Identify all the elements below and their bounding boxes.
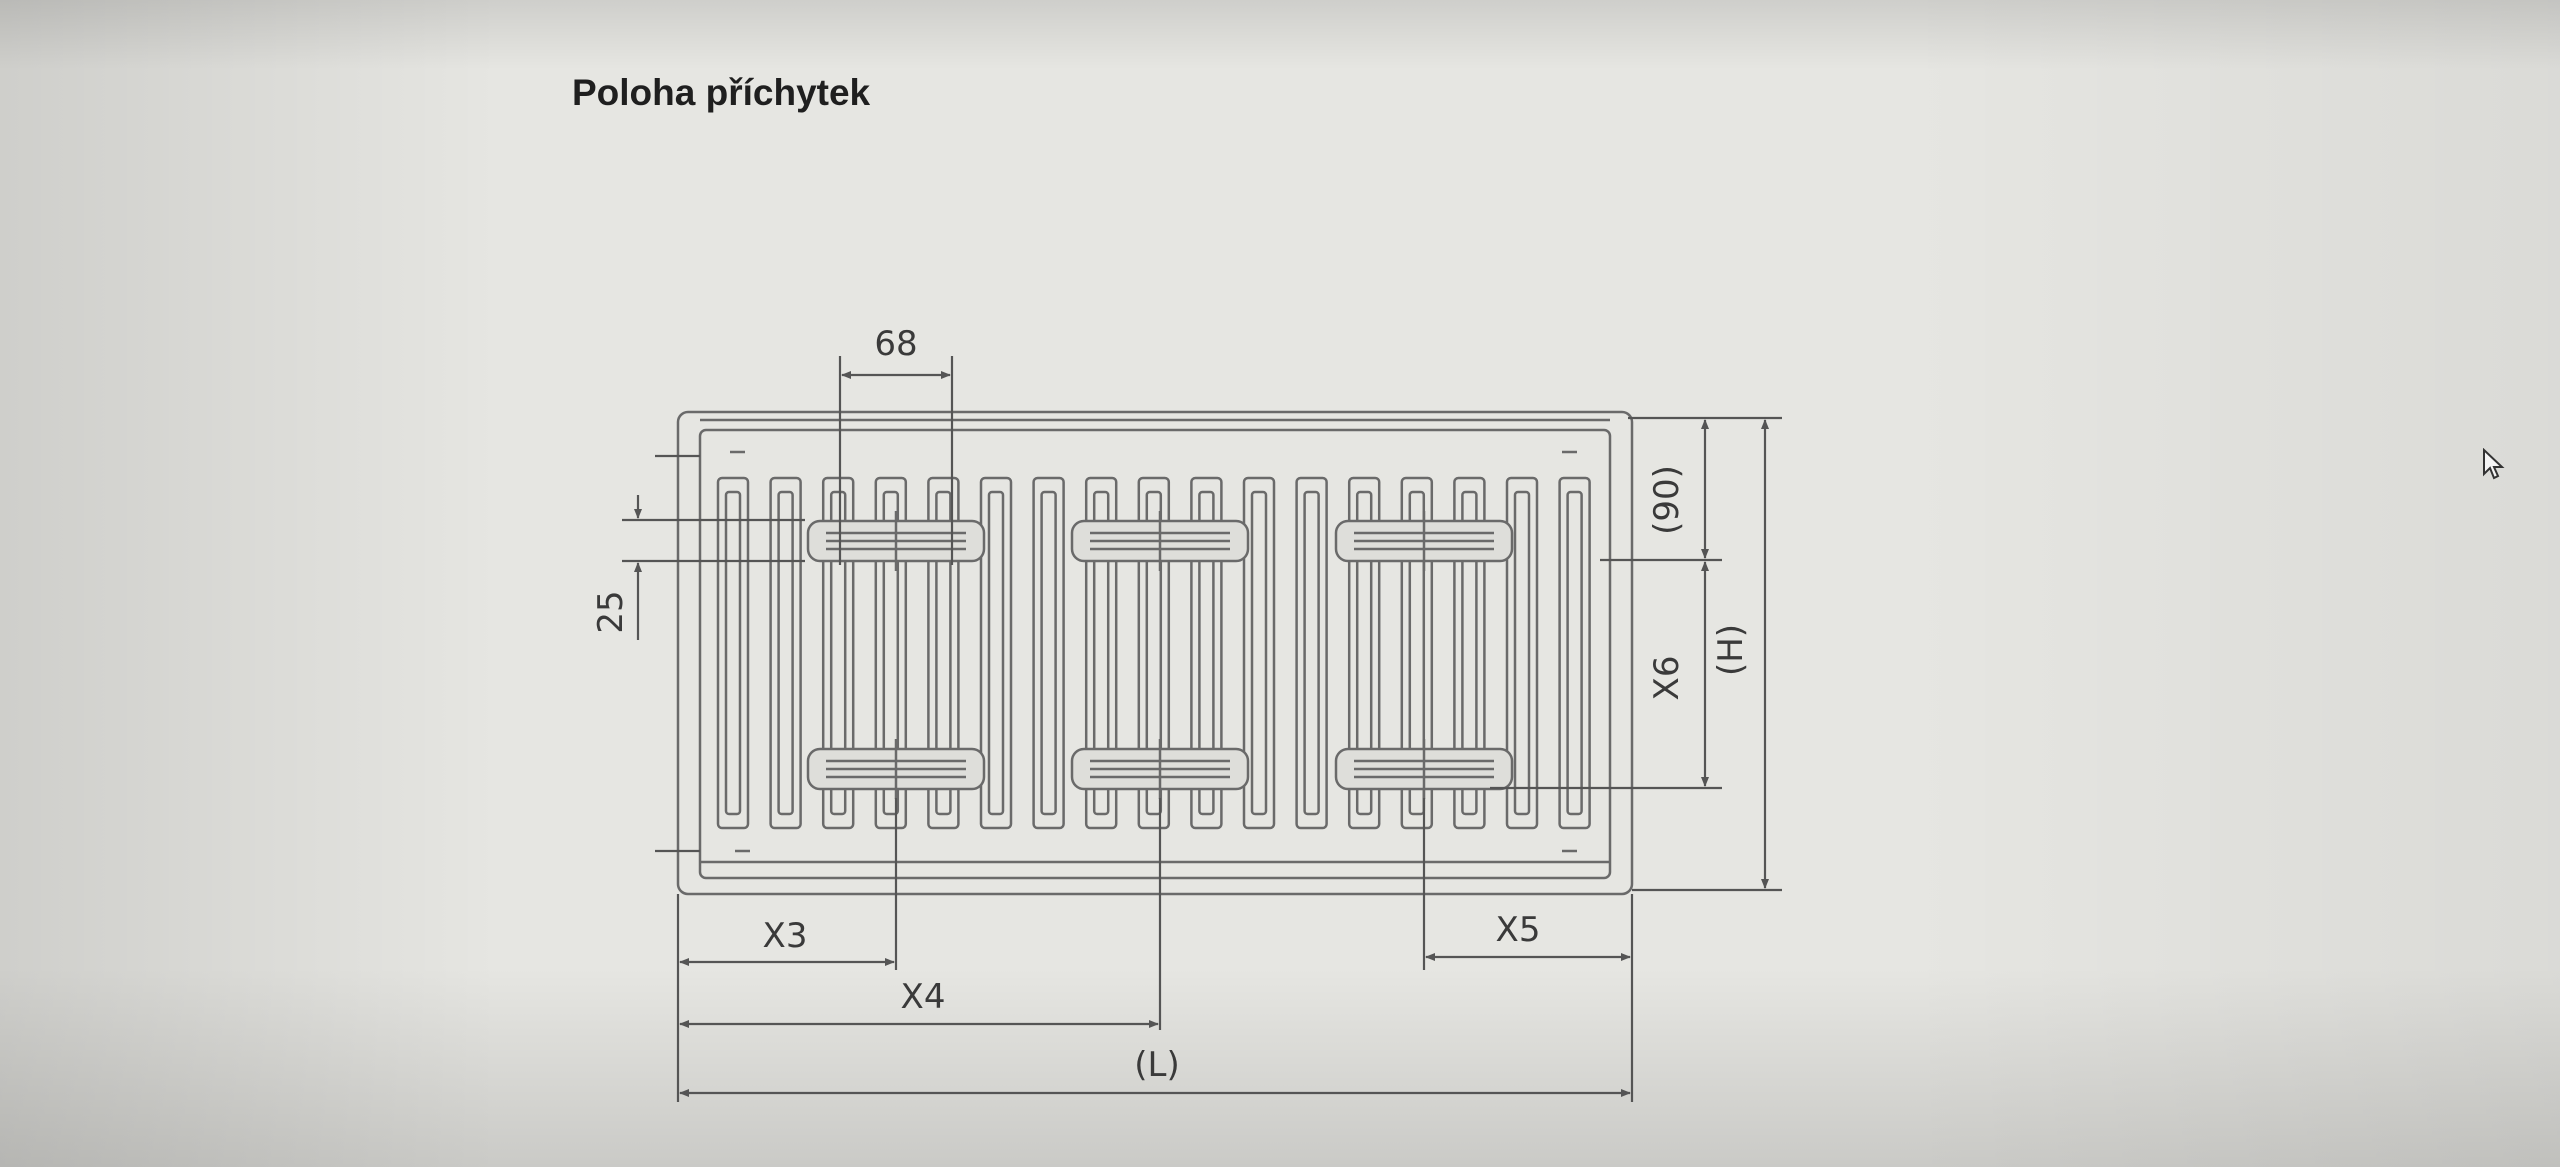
radiator-channel-inner [882, 490, 900, 816]
radiator-channel [1558, 476, 1591, 830]
radiator-channel [1453, 476, 1486, 830]
radiator-channel [1190, 476, 1223, 830]
radiator-inner-frame [698, 428, 1612, 880]
radiator-channel-inner [1355, 490, 1373, 816]
dim-label-x5: X5 [1496, 910, 1541, 950]
radiator-outer-frame [676, 410, 1634, 896]
radiator-channel [927, 476, 960, 830]
radiator-channel-inner [1408, 490, 1426, 816]
radiator-channel-inner [935, 490, 952, 816]
dim-label-x3: X3 [763, 916, 808, 956]
radiator-channel [1032, 476, 1065, 830]
mounting-brackets [806, 511, 1514, 799]
radiator-channel-inner [1461, 490, 1478, 816]
radiator-channel-inner [777, 490, 794, 816]
radiator-channels [716, 476, 1591, 830]
dim-label-height: (H) [1711, 624, 1751, 676]
radiator-channel [1242, 476, 1276, 830]
dim-label-top-offset: (90) [1647, 465, 1687, 535]
radiator-channel-inner [1513, 490, 1531, 816]
dim-label-x6: X6 [1647, 656, 1687, 701]
dim-label-25: 25 [591, 590, 631, 633]
radiator-channel-inner [724, 490, 742, 816]
radiator-channel-inner [1040, 490, 1057, 816]
radiator-channel [1137, 476, 1171, 830]
radiator-channel [1347, 476, 1381, 830]
radiator-channel-inner [987, 490, 1005, 816]
radiator-channel [1505, 476, 1539, 830]
mouse-pointer-icon [2483, 448, 2505, 480]
radiator-channel [821, 476, 855, 830]
page-title: Poloha příchytek [572, 72, 871, 113]
radiator-channel [979, 476, 1013, 830]
radiator-channel-inner [1566, 490, 1583, 816]
radiator-channel [874, 476, 908, 830]
dim-label-x4: X4 [901, 977, 946, 1017]
radiator-channel-inner [1250, 490, 1268, 816]
dim-label-length: (L) [1134, 1045, 1179, 1085]
radiator-channel [1295, 476, 1328, 830]
radiator-channel-inner [1145, 490, 1163, 816]
radiator-channel [1084, 476, 1118, 830]
dim-label-68: 68 [874, 324, 917, 364]
radiator-channel [769, 476, 802, 830]
radiator-channel-inner [829, 490, 847, 816]
radiator-channel-inner [1198, 490, 1215, 816]
radiator-channel [716, 476, 750, 830]
radiator-channel [1400, 476, 1434, 830]
radiator-channel-inner [1092, 490, 1110, 816]
radiator-channel-inner [1303, 490, 1320, 816]
